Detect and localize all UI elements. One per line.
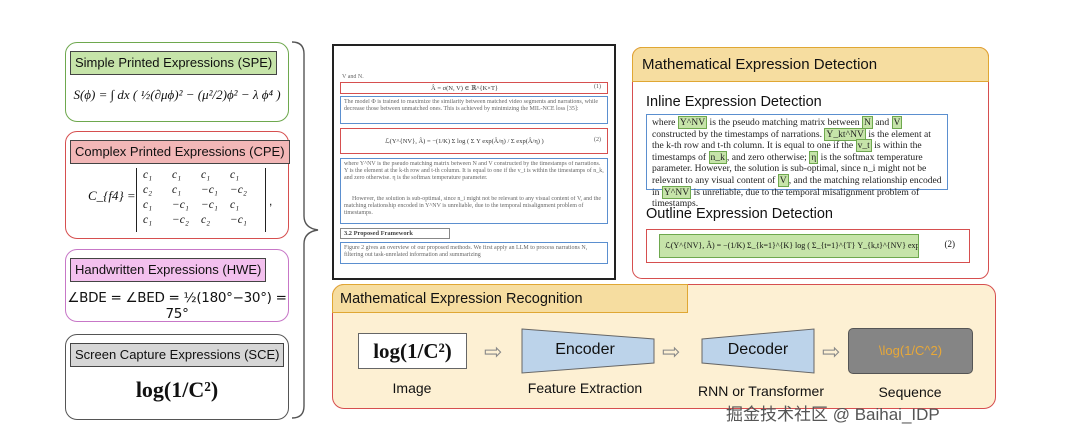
inline-text-segment: , and zero otherwise; <box>726 151 810 163</box>
inline-text-segment: is the softmax temperature parameter. Ho… <box>652 151 927 186</box>
encoder-block <box>521 328 655 374</box>
matrix-cell: −c₁ <box>201 184 218 196</box>
matrix-cell: c₁ <box>230 199 240 211</box>
arrow-icon: ⇨ <box>822 339 841 364</box>
inline-text-segment: is unreliable, due to the temporal misal… <box>652 186 920 210</box>
hwe-card: Handwritten Expressions (HWE) ∠BDE = ∠BE… <box>65 249 289 322</box>
paper-para2-box: where Y^NV is the pseudo matching matrix… <box>340 158 608 224</box>
paper-eq1: Â = σ(N, V) ∈ ℝ^{K×T} <box>431 85 499 92</box>
matrix-cell: c₂ <box>201 214 211 226</box>
matrix-cell: −c₁ <box>201 199 218 211</box>
paper-para2: where Y^NV is the pseudo matching matrix… <box>344 161 604 182</box>
inline-detection-title: Inline Expression Detection <box>646 94 822 110</box>
matrix-cell: −c₂ <box>172 214 189 226</box>
paper-top-line: V and N. <box>342 74 364 80</box>
matrix-cell: c₁ <box>143 214 153 226</box>
hwe-formula: ∠BDE = ∠BED = ½(180°−30°) = 75° <box>67 290 287 322</box>
arrow-icon: ⇨ <box>662 339 681 364</box>
inline-text-segment: is within the timestamps of <box>652 140 922 163</box>
output-sequence: \log(1/C^2) <box>848 328 973 374</box>
sce-label: Screen Capture Expressions (SCE) <box>70 343 285 367</box>
paper-eq1-num: (1) <box>594 84 601 90</box>
inline-expression-highlight: V <box>777 173 789 187</box>
paper-eq2: ℒ(Y^{NV}, Â) = −(1/K) Σ log ( Σ Y exp(Â/… <box>385 138 544 145</box>
cpe-comma: , <box>269 194 273 208</box>
paper-page: V and N. Â = σ(N, V) ∈ ℝ^{K×T} (1) The m… <box>332 44 616 280</box>
matrix-cell: c₁ <box>172 169 182 181</box>
inline-text-segment: is the pseudo matching matrix between <box>707 117 862 128</box>
inline-expression-highlight: n_k <box>708 150 727 164</box>
inline-text-segment: where <box>652 117 678 128</box>
inline-expression-highlight: Y^NV <box>661 185 692 199</box>
rnn-transformer-label: RNN or Transformer <box>697 383 825 399</box>
inline-expression-highlight: Y^NV <box>677 116 708 129</box>
inline-text-segment: , and the matching relationship encoded … <box>652 174 942 198</box>
spe-card: Simple Printed Expressions (SPE) S(ϕ) = … <box>65 42 289 122</box>
detection-title: Mathematical Expression Detection <box>632 47 989 82</box>
recognition-title: Mathematical Expression Recognition <box>332 284 688 313</box>
paper-para3: However, the solution is sub-optimal, si… <box>344 196 601 217</box>
decoder-block <box>701 328 815 374</box>
paper-eq2-num: (2) <box>594 137 601 143</box>
matrix-cell: −c₁ <box>230 214 247 226</box>
matrix-cell: c₁ <box>201 169 211 181</box>
encoder-label: Encoder <box>555 341 615 358</box>
cpe-formula-lhs: C_{f4} = <box>88 188 136 203</box>
spe-label: Simple Printed Expressions (SPE) <box>70 51 278 75</box>
matrix-cell: −c₂ <box>230 184 247 196</box>
inline-text-segment: constructed by the timestamps of narrati… <box>652 128 825 140</box>
paper-section-box: 3.2 Proposed Framework <box>340 228 450 239</box>
spe-formula: S(ϕ) = ∫ dx ( ½(∂μϕ)² − (μ²/2)ϕ² − λ ϕ⁴ … <box>73 87 281 102</box>
inline-expression-highlight: Y_kt^NV <box>824 127 866 141</box>
inline-expression-highlight: η <box>809 150 819 164</box>
matrix-cell: c₂ <box>143 184 153 196</box>
matrix-cell: c₁ <box>143 169 153 181</box>
outline-eq: ℒ(Y^{NV}, Â) = −(1/K) Σ_{k=1}^{K} log ( … <box>659 234 919 258</box>
sequence-label: Sequence <box>878 384 942 400</box>
inline-text-segment: and <box>872 117 892 128</box>
matrix-cell: −c₁ <box>172 199 189 211</box>
outline-detection-title: Outline Expression Detection <box>646 206 833 222</box>
inline-expression-highlight: v_t <box>855 139 872 153</box>
outline-eq-box: ℒ(Y^{NV}, Â) = −(1/K) Σ_{k=1}^{K} log ( … <box>646 229 970 263</box>
feature-extraction-label: Feature Extraction <box>527 380 643 396</box>
paper-section: 3.2 Proposed Framework <box>344 230 413 237</box>
inline-text-segment: is the element at the k-th row and t-th … <box>652 128 931 152</box>
paper-para4: Figure 2 gives an overview of our propos… <box>344 245 588 259</box>
image-label: Image <box>392 380 432 396</box>
inline-expression-highlight: N <box>861 116 873 129</box>
cpe-label: Complex Printed Expressions (CPE) <box>70 140 290 164</box>
matrix-cell: c₁ <box>143 199 153 211</box>
watermark: 掘金技术社区 @ Baihai_IDP <box>726 405 940 424</box>
decoder-label: Decoder <box>727 341 789 358</box>
paper-eq2-box: ℒ(Y^{NV}, Â) = −(1/K) Σ log ( Σ Y exp(Â/… <box>340 128 608 154</box>
cpe-card: Complex Printed Expressions (CPE) C_{f4}… <box>65 131 290 239</box>
input-image-formula: log(1/C²) <box>358 333 467 369</box>
inline-text-block: where Y^NV is the pseudo matching matrix… <box>646 114 948 209</box>
grouping-brace <box>291 41 319 419</box>
paper-eq1-box: Â = σ(N, V) ∈ ℝ^{K×T} (1) <box>340 82 608 94</box>
matrix-cell: c₁ <box>230 169 240 181</box>
arrow-icon: ⇨ <box>484 339 503 364</box>
hwe-label: Handwritten Expressions (HWE) <box>70 258 267 282</box>
matrix-cell: c₁ <box>172 184 182 196</box>
cpe-matrix: c₁ c₁ c₁ c₁ c₂ c₁ −c₁ −c₂ c₁ −c₁ −c₁ c₁ c₁ −c₂ c₂ −c₁ <box>136 168 266 232</box>
paper-para1: The model Φ is trained to maximize the s… <box>344 99 598 113</box>
paper-para4-box: Figure 2 gives an overview of our propos… <box>340 242 608 264</box>
paper-para1-box: The model Φ is trained to maximize the s… <box>340 96 608 124</box>
sce-formula: log(1/C²) <box>135 377 219 402</box>
sce-card: Screen Capture Expressions (SCE) log(1/C… <box>65 334 289 420</box>
inline-expression-highlight: V <box>891 116 903 129</box>
outline-eq-num: (2) <box>944 239 956 249</box>
